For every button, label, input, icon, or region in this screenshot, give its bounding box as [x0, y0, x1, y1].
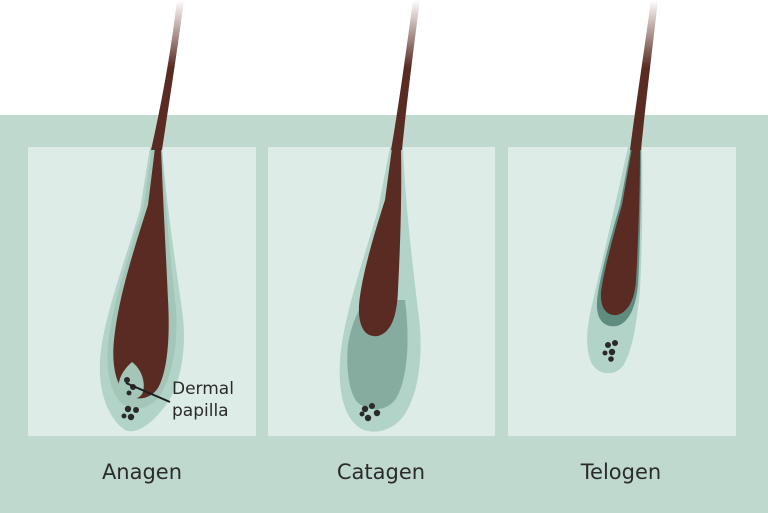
anagen-dermal-papilla	[118, 362, 144, 400]
catagen-hair-shaft	[391, 0, 420, 150]
anagen-follicle-icon	[99, 147, 184, 432]
annotation-line1: Dermal	[172, 379, 234, 399]
dermal-papilla-label: Dermal papilla	[172, 378, 234, 422]
telogen-hair-club	[600, 148, 640, 316]
papilla-pointer-line	[125, 382, 171, 403]
telogen-follicle-icon	[587, 147, 643, 374]
stage-label-anagen: Anagen	[101, 460, 183, 484]
anagen-hair-bulb	[113, 148, 169, 399]
stage-label-telogen: Telogen	[580, 460, 662, 484]
telogen-hair-shaft	[630, 0, 658, 150]
annotation-line2: papilla	[172, 401, 229, 421]
stage-label-catagen: Catagen	[336, 460, 426, 484]
catagen-hair-club	[358, 148, 402, 337]
anagen-hair-shaft	[151, 0, 184, 150]
dermal-papilla-cells-icon	[121, 340, 618, 422]
catagen-follicle-icon	[339, 147, 421, 432]
